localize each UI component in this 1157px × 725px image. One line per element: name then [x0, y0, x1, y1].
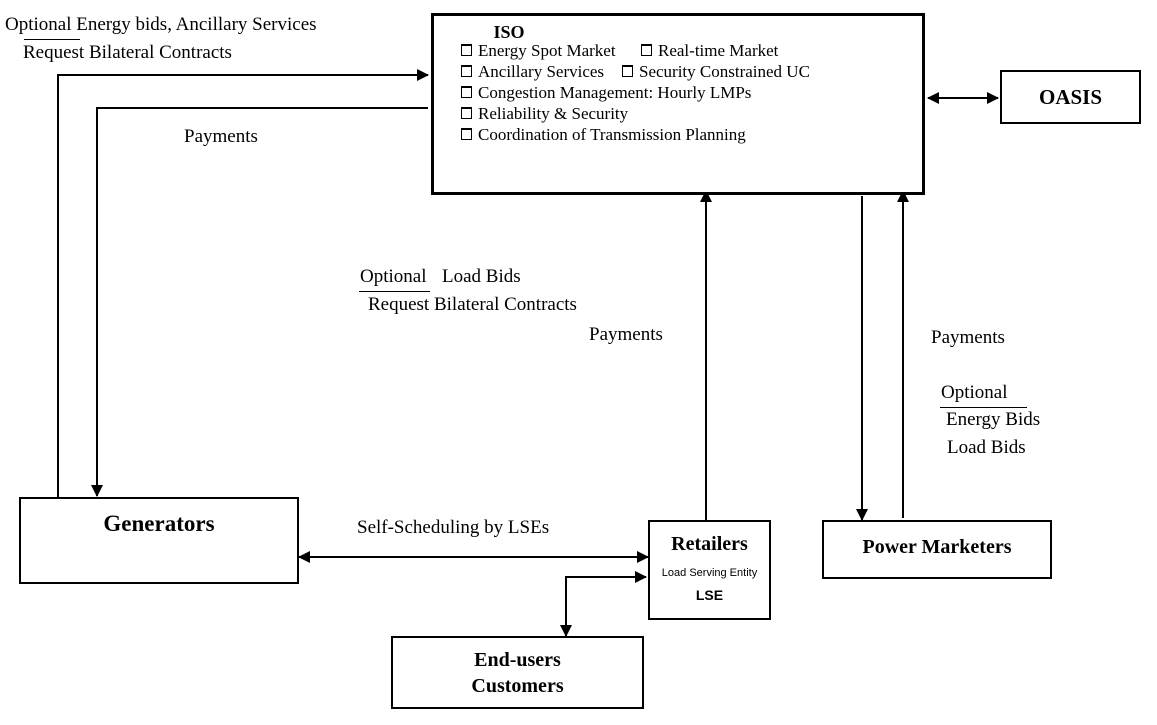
power-marketers-box: Power Marketers: [822, 520, 1052, 579]
iso-item-real-time-market: Real-time Market: [641, 41, 778, 61]
checkbox-icon: [622, 65, 633, 77]
generator-payments-label: Payments: [184, 126, 258, 147]
load-bids-label: Load Bids: [442, 266, 521, 287]
retailers-abbr: LSE: [695, 587, 724, 603]
power-marketers-label: Power Marketers: [862, 536, 1012, 558]
checkbox-icon: [461, 86, 472, 98]
iso-item-security-constrained-uc: Security Constrained UC: [622, 62, 810, 82]
oasis-label: OASIS: [1038, 85, 1103, 109]
generator-payments-arrow: [91, 107, 428, 497]
iso-item-energy-spot-market: Energy Spot Market: [461, 41, 616, 61]
marketer-energy-bids-label: Energy Bids: [946, 409, 1041, 430]
generators-label: Generators: [103, 511, 215, 536]
endusers-line1: End-users: [474, 649, 561, 671]
enduser-retailer-arrow: [560, 571, 647, 637]
retailer-payments-label: Payments: [589, 324, 663, 345]
load-bids-divider: [359, 291, 430, 292]
endusers-line2: Customers: [471, 675, 564, 697]
iso-title: ISO: [493, 22, 525, 42]
checkbox-icon: [641, 44, 652, 56]
load-bids-optional-label: Optional: [360, 266, 427, 287]
checkbox-icon: [461, 128, 472, 140]
endusers-box: End-users Customers: [391, 636, 644, 709]
iso-item-transmission-planning: Coordination of Transmission Planning: [461, 125, 746, 145]
generator-bids-label: Optional Energy bids, Ancillary Services: [5, 14, 317, 35]
retailers-subtitle: Load Serving Entity: [661, 567, 758, 579]
retailers-box: Retailers Load Serving Entity LSE: [648, 520, 771, 620]
iso-item-ancillary-services: Ancillary Services: [461, 62, 604, 82]
marketer-bids-divider: [940, 407, 1027, 408]
iso-item-congestion-management: Congestion Management: Hourly LMPs: [461, 83, 751, 103]
retailers-title: Retailers: [671, 533, 748, 555]
self-scheduling-label: Self-Scheduling by LSEs: [357, 517, 550, 538]
marketer-optional-label: Optional: [941, 382, 1008, 403]
load-bilateral-label: Request Bilateral Contracts: [368, 294, 577, 315]
generator-bilateral-label: Request Bilateral Contracts: [23, 42, 232, 63]
checkbox-icon: [461, 44, 472, 56]
generators-box: Generators: [19, 497, 299, 584]
checkbox-icon: [461, 65, 472, 77]
iso-item-reliability-security: Reliability & Security: [461, 104, 628, 124]
generator-bids-arrow: [57, 69, 429, 497]
marketer-payments-label: Payments: [931, 327, 1005, 348]
marketer-load-bids-label: Load Bids: [947, 437, 1026, 458]
checkbox-icon: [461, 107, 472, 119]
generator-bids-divider: [24, 39, 80, 40]
iso-box: ISO Energy Spot Market Real-time Market …: [431, 13, 925, 195]
oasis-box: OASIS: [1000, 70, 1141, 124]
